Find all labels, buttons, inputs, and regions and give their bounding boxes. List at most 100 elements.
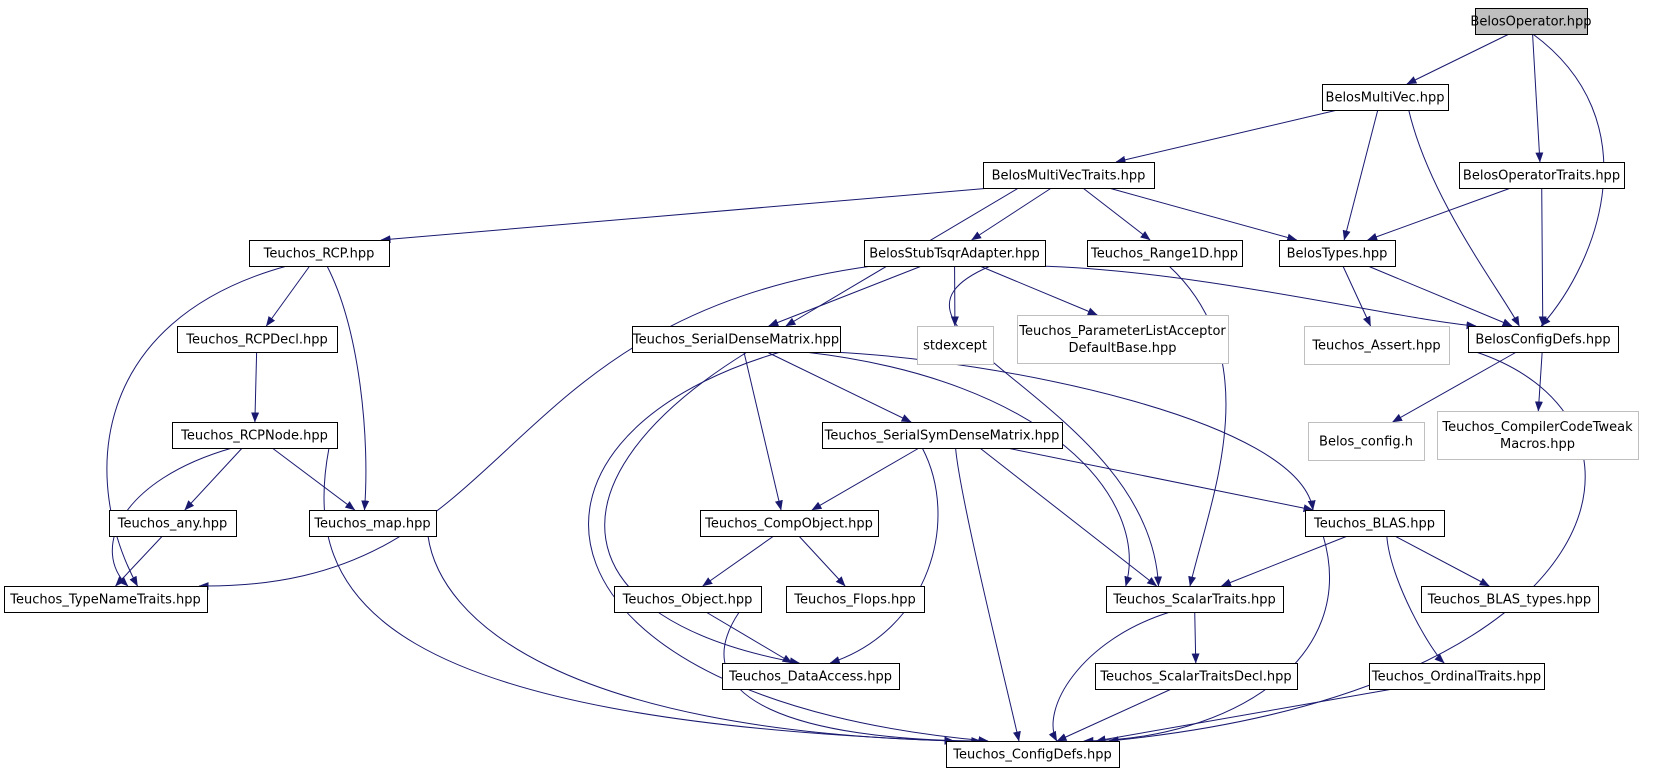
node-teuchos-dataaccess[interactable]: Teuchos_DataAccess.hpp	[722, 663, 900, 690]
edge-belosstubtsqradapter-to-teuchos-typenametraits	[198, 265, 873, 591]
node-box	[786, 586, 925, 613]
node-box	[1459, 162, 1625, 189]
edge-teuchos-rcp-to-teuchos-map	[326, 265, 370, 511]
node-label: Teuchos_CompObject.hpp	[704, 517, 873, 532]
node-teuchos-serialdensematrix[interactable]: Teuchos_SerialDenseMatrix.hpp	[632, 326, 841, 353]
node-box	[946, 741, 1120, 768]
edge-belosconfigdefs-to-teuchos-configdefs	[1108, 351, 1586, 745]
node-label: BelosMultiVec.hpp	[1326, 91, 1445, 106]
edge-teuchos-scalartraits-to-teuchos-configdefs	[1048, 611, 1171, 742]
edge-belosmultivectraits-to-teuchos-rcp	[380, 187, 992, 244]
node-box	[632, 326, 841, 353]
node-box	[1308, 422, 1425, 461]
node-teuchos-flops[interactable]: Teuchos_Flops.hpp	[786, 586, 925, 613]
node-label: DefaultBase.hpp	[1068, 341, 1176, 356]
nodes-layer: BelosOperator.hppBelosMultiVec.hppBelosO…	[4, 8, 1639, 768]
node-teuchos-map[interactable]: Teuchos_map.hpp	[309, 510, 437, 537]
edge-belosmultivec-to-belosmultivectraits	[1115, 109, 1338, 164]
node-teuchos-rcpnode[interactable]: Teuchos_RCPNode.hpp	[172, 422, 338, 449]
edge-teuchos-blas-to-teuchos-scalartraits	[1221, 535, 1348, 587]
node-teuchos-object[interactable]: Teuchos_Object.hpp	[614, 586, 762, 613]
node-label: Teuchos_ConfigDefs.hpp	[952, 748, 1112, 763]
edge-teuchos-serialsymdensematrix-to-teuchos-dataaccess	[829, 447, 939, 664]
edge-belosconfigdefs-to-belos-config	[1392, 351, 1517, 423]
node-belosmultivec[interactable]: BelosMultiVec.hpp	[1322, 84, 1449, 111]
node-label: Teuchos_ScalarTraitsDecl.hpp	[1099, 670, 1291, 685]
node-belosstubtsqradapter[interactable]: BelosStubTsqrAdapter.hpp	[864, 240, 1046, 267]
node-teuchos-configdefs[interactable]: Teuchos_ConfigDefs.hpp	[946, 741, 1120, 768]
node-label: Teuchos_ParameterListAcceptor	[1018, 324, 1226, 339]
node-label: Teuchos_BLAS.hpp	[1313, 517, 1435, 532]
edge-teuchos-compobject-to-teuchos-object	[702, 535, 775, 587]
node-box	[109, 510, 237, 537]
node-label: BelosOperatorTraits.hpp	[1463, 169, 1620, 184]
node-label: Teuchos_DataAccess.hpp	[728, 670, 892, 685]
node-label: Teuchos_any.hpp	[117, 517, 228, 532]
edge-belosstubtsqradapter-to-teuchos-serialdensematrix	[768, 265, 922, 327]
node-belostypes[interactable]: BelosTypes.hpp	[1279, 240, 1396, 267]
node-teuchos-blas[interactable]: Teuchos_BLAS.hpp	[1305, 510, 1445, 537]
node-box	[1305, 510, 1445, 537]
node-label: BelosTypes.hpp	[1287, 247, 1388, 262]
node-teuchos-any[interactable]: Teuchos_any.hpp	[109, 510, 237, 537]
node-stdexcept[interactable]: stdexcept	[917, 326, 994, 365]
edge-belosoperator-to-belosoperatortraits	[1532, 33, 1544, 163]
node-label: Teuchos_RCPDecl.hpp	[185, 333, 328, 348]
edge-teuchos-any-to-teuchos-typenametraits	[115, 535, 163, 587]
node-teuchos-assert[interactable]: Teuchos_Assert.hpp	[1304, 326, 1450, 365]
node-belosconfigdefs[interactable]: BelosConfigDefs.hpp	[1468, 326, 1619, 353]
edge-teuchos-serialsymdensematrix-to-teuchos-scalartraits	[979, 447, 1158, 587]
edge-belosmultivec-to-belostypes	[1342, 109, 1379, 241]
node-label: Teuchos_Assert.hpp	[1311, 339, 1440, 354]
node-belosoperatortraits[interactable]: BelosOperatorTraits.hpp	[1459, 162, 1625, 189]
node-teuchos-scalartraits[interactable]: Teuchos_ScalarTraits.hpp	[1106, 586, 1284, 613]
node-box	[249, 240, 390, 267]
node-label: Teuchos_SerialDenseMatrix.hpp	[632, 333, 839, 348]
node-box	[1017, 315, 1229, 364]
node-box	[1369, 663, 1545, 690]
node-label: Teuchos_map.hpp	[313, 517, 430, 532]
node-teuchos-ordinaltraits[interactable]: Teuchos_OrdinalTraits.hpp	[1369, 663, 1545, 690]
edge-teuchos-blas-to-teuchos-blas-types	[1394, 535, 1490, 587]
node-teuchos-scalartraitsdecl[interactable]: Teuchos_ScalarTraitsDecl.hpp	[1095, 663, 1298, 690]
node-box	[864, 240, 1046, 267]
edge-belosmultivec-to-belosconfigdefs	[1408, 109, 1520, 327]
node-box	[614, 586, 762, 613]
node-label: BelosStubTsqrAdapter.hpp	[869, 247, 1040, 262]
node-box	[1437, 411, 1639, 460]
node-box	[1468, 326, 1619, 353]
node-box	[1421, 586, 1599, 613]
node-teuchos-range1d[interactable]: Teuchos_Range1D.hpp	[1087, 240, 1243, 267]
node-belos-config[interactable]: Belos_config.h	[1308, 422, 1425, 461]
node-box	[700, 510, 879, 537]
edge-belosmultivectraits-to-belostypes	[1108, 187, 1298, 242]
node-label: Belos_config.h	[1319, 435, 1413, 450]
node-box	[309, 510, 437, 537]
node-label: Teuchos_ScalarTraits.hpp	[1112, 593, 1276, 608]
node-box	[177, 326, 338, 353]
node-teuchos-serialsymdensematrix[interactable]: Teuchos_SerialSymDenseMatrix.hpp	[822, 422, 1063, 449]
node-teuchos-compobject[interactable]: Teuchos_CompObject.hpp	[700, 510, 879, 537]
edge-teuchos-compobject-to-teuchos-flops	[798, 535, 846, 587]
edge-teuchos-scalartraitsdecl-to-teuchos-configdefs	[1056, 688, 1172, 742]
node-box	[722, 663, 900, 690]
edge-belosconfigdefs-to-teuchos-compilercodetweakmacros	[1534, 351, 1543, 412]
node-belosoperator[interactable]: BelosOperator.hpp	[1470, 8, 1592, 35]
node-teuchos-parameterlistacceptordefaultbase[interactable]: Teuchos_ParameterListAcceptorDefaultBase…	[1017, 315, 1229, 364]
edge-teuchos-serialsymdensematrix-to-teuchos-compobject	[811, 447, 920, 511]
node-teuchos-typenametraits[interactable]: Teuchos_TypeNameTraits.hpp	[4, 586, 208, 613]
node-teuchos-blas-types[interactable]: Teuchos_BLAS_types.hpp	[1421, 586, 1599, 613]
node-teuchos-rcp[interactable]: Teuchos_RCP.hpp	[249, 240, 390, 267]
node-box	[172, 422, 338, 449]
node-belosmultivectraits[interactable]: BelosMultiVecTraits.hpp	[983, 162, 1155, 189]
node-label: Macros.hpp	[1500, 437, 1575, 452]
edge-teuchos-map-to-teuchos-configdefs	[427, 535, 955, 745]
edge-teuchos-serialdensematrix-to-teuchos-serialsymdensematrix	[766, 351, 912, 423]
node-box	[983, 162, 1155, 189]
edge-teuchos-object-to-teuchos-configdefs	[723, 611, 982, 745]
edge-teuchos-scalartraits-to-teuchos-scalartraitsdecl	[1191, 611, 1200, 664]
node-teuchos-rcpdecl[interactable]: Teuchos_RCPDecl.hpp	[177, 326, 338, 353]
node-box	[1279, 240, 1396, 267]
node-label: Teuchos_BLAS_types.hpp	[1427, 593, 1591, 608]
